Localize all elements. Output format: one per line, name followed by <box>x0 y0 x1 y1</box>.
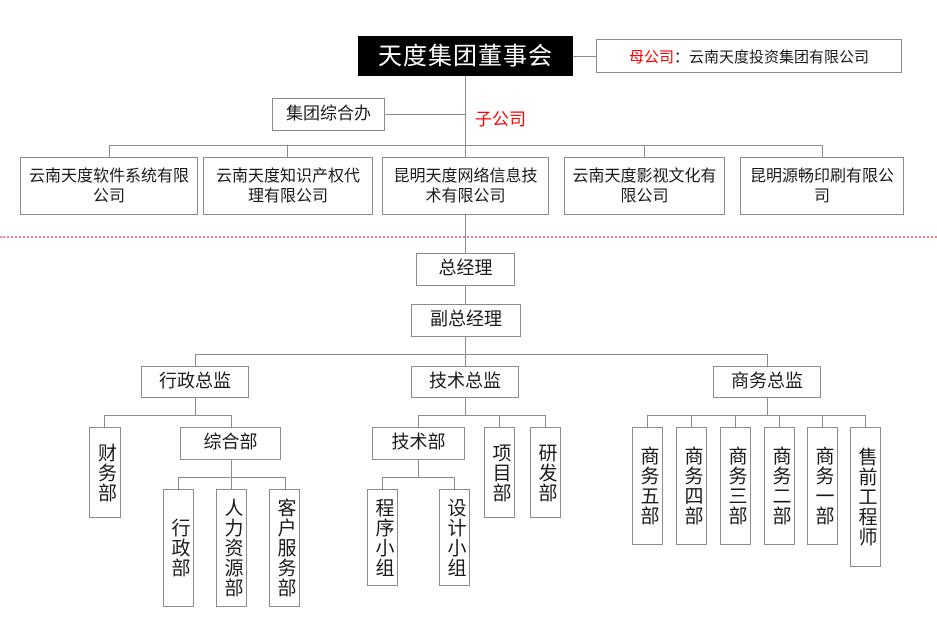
node-design-group[interactable]: 设计小组 <box>439 489 470 586</box>
parent-company-tag: 母公司 <box>628 47 674 66</box>
node-general-manager[interactable]: 总经理 <box>416 253 515 286</box>
connector-subsidiary3-to-gm <box>465 215 466 255</box>
connector-general-affairs-down <box>231 460 232 477</box>
drop-business-unit-5 <box>822 415 823 427</box>
node-board-of-directors[interactable]: 天度集团董事会 <box>358 36 573 76</box>
node-tech-dept[interactable]: 技术部 <box>372 427 465 460</box>
bus-directors <box>195 354 767 355</box>
node-deputy-general-manager[interactable]: 副总经理 <box>411 304 521 337</box>
connector-tech-dept-down <box>418 460 419 477</box>
node-presales-engineer[interactable]: 售前工程师 <box>850 427 881 567</box>
node-director-business[interactable]: 商务总监 <box>713 366 821 398</box>
node-subsidiary-5[interactable]: 昆明源畅印刷有限公司 <box>740 157 904 215</box>
connector-admin-director-down <box>195 398 196 415</box>
connector-board-to-parent <box>573 56 596 57</box>
node-subsidiary-1[interactable]: 云南天度软件系统有限公司 <box>20 157 198 215</box>
drop-admin-general-affairs <box>231 415 232 427</box>
node-general-affairs-dept[interactable]: 综合部 <box>180 427 281 460</box>
node-subsidiary-4[interactable]: 云南天度影视文化有限公司 <box>564 157 725 215</box>
node-subsidiary-2[interactable]: 云南天度知识产权代理有限公司 <box>203 157 373 215</box>
drop-project-dept <box>499 415 500 427</box>
node-director-admin[interactable]: 行政总监 <box>141 366 249 398</box>
drop-business-unit-2 <box>691 415 692 427</box>
drop-ga-child-3 <box>285 477 286 489</box>
connector-business-director-down <box>767 398 768 415</box>
drop-director-tech <box>465 354 466 366</box>
drop-admin-finance <box>104 415 105 427</box>
subsidiary-tag: 子公司 <box>475 110 526 130</box>
drop-director-admin <box>195 354 196 366</box>
node-project-dept[interactable]: 项目部 <box>484 427 515 518</box>
bus-tech-dept-children <box>382 477 454 478</box>
node-subsidiary-3[interactable]: 昆明天度网络信息技术有限公司 <box>382 157 549 215</box>
node-business-unit-2[interactable]: 商务二部 <box>764 427 795 545</box>
node-customer-service-dept[interactable]: 客户服务部 <box>269 489 300 607</box>
drop-subsidiary-4 <box>644 145 645 157</box>
node-business-unit-4[interactable]: 商务四部 <box>676 427 707 545</box>
drop-ga-child-2 <box>231 477 232 489</box>
drop-business-unit-6 <box>865 415 866 427</box>
node-business-unit-5[interactable]: 商务五部 <box>632 427 663 545</box>
bus-admin-children <box>104 415 231 416</box>
drop-business-unit-3 <box>735 415 736 427</box>
connector-group-office-to-trunk <box>385 114 465 115</box>
connector-tech-director-down <box>465 398 466 415</box>
parent-company-name: 云南天度投资集团有限公司 <box>689 47 870 66</box>
drop-rd-dept <box>545 415 546 427</box>
section-divider <box>0 236 937 238</box>
drop-program-group <box>382 477 383 489</box>
drop-director-business <box>767 354 768 366</box>
parent-company-box: 母公司：云南天度投资集团有限公司 <box>596 39 902 73</box>
drop-business-unit-1 <box>647 415 648 427</box>
node-finance-dept[interactable]: 财务部 <box>89 427 121 518</box>
node-director-tech[interactable]: 技术总监 <box>411 366 519 398</box>
drop-design-group <box>454 477 455 489</box>
node-hr-dept[interactable]: 人力资源部 <box>216 489 247 607</box>
drop-subsidiary-2 <box>287 145 288 157</box>
parent-company-separator: ： <box>673 47 689 66</box>
connector-board-trunk <box>465 76 466 145</box>
drop-subsidiary-1 <box>109 145 110 157</box>
drop-tech-dept <box>418 415 419 427</box>
connector-dgm-to-bus <box>465 337 466 354</box>
node-group-office[interactable]: 集团综合办 <box>272 98 385 131</box>
bus-business-children <box>647 415 865 416</box>
node-business-unit-3[interactable]: 商务三部 <box>720 427 751 545</box>
drop-business-unit-4 <box>779 415 780 427</box>
drop-subsidiary-3 <box>465 145 466 157</box>
node-program-group[interactable]: 程序小组 <box>367 489 398 586</box>
node-administration-dept[interactable]: 行政部 <box>163 489 194 607</box>
connector-gm-to-dgm <box>465 286 466 304</box>
node-business-unit-1[interactable]: 商务一部 <box>807 427 838 545</box>
node-rd-dept[interactable]: 研发部 <box>530 427 561 518</box>
drop-subsidiary-5 <box>822 145 823 157</box>
drop-ga-child-1 <box>178 477 179 489</box>
bus-tech-children <box>418 415 545 416</box>
